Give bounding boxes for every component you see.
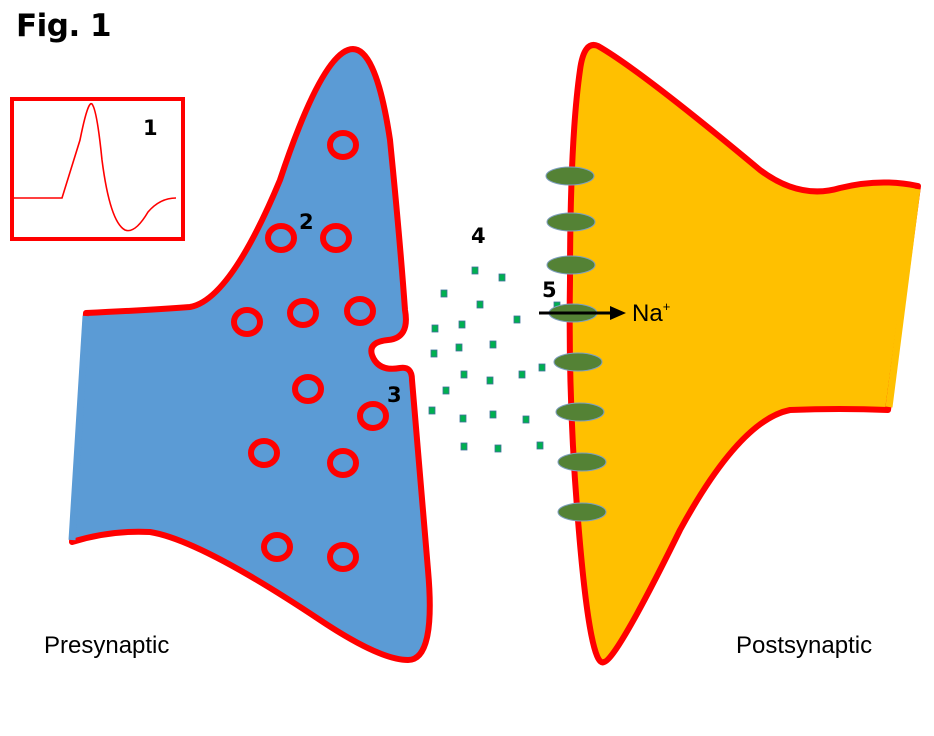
sodium-ion-label: Na+	[632, 299, 670, 328]
neurotransmitter-molecule	[522, 415, 530, 424]
receptor-channel	[546, 212, 596, 232]
vesicle	[320, 223, 352, 253]
postsynaptic-cut-edge	[885, 188, 921, 408]
receptor-channel	[553, 352, 603, 372]
receptor-channel	[557, 452, 607, 472]
label-ion-channel: 5	[542, 278, 557, 302]
vesicle	[261, 532, 293, 562]
neurotransmitter-molecule	[536, 441, 544, 450]
action-potential-inset	[10, 97, 185, 241]
action-potential-trace	[14, 102, 177, 232]
presynaptic-label: Presynaptic	[44, 632, 170, 659]
neurotransmitter-molecule	[458, 320, 466, 329]
neurotransmitter-molecule	[476, 300, 484, 309]
label-vesicles: 2	[299, 210, 314, 234]
vesicle	[327, 448, 359, 478]
vesicle	[357, 401, 389, 431]
postsynaptic-terminal	[566, 42, 921, 666]
neurotransmitter-molecule	[430, 349, 438, 358]
neurotransmitter-molecule	[471, 266, 479, 275]
presynaptic-terminal	[69, 46, 433, 663]
vesicle	[265, 223, 297, 253]
ion-flow-arrow	[539, 306, 626, 320]
neurotransmitter-molecule	[489, 410, 497, 419]
neurotransmitter-molecule	[518, 370, 526, 379]
neurotransmitter-molecule	[455, 343, 463, 352]
presynaptic-cut-edge	[68, 315, 90, 541]
ion-charge: +	[662, 299, 671, 314]
neurotransmitter-molecule	[498, 273, 506, 282]
vesicle	[327, 542, 359, 572]
neurotransmitter-molecule	[494, 444, 502, 453]
vesicle	[287, 298, 319, 328]
neurotransmitter-molecule	[489, 340, 497, 349]
neurotransmitter-molecule	[442, 386, 450, 395]
vesicle	[327, 130, 359, 160]
neurotransmitter-molecule	[459, 414, 467, 423]
vesicle	[248, 438, 280, 468]
vesicle	[292, 374, 324, 404]
receptor-channel	[546, 255, 596, 275]
receptor-channel	[557, 502, 607, 522]
neurotransmitter-molecule	[460, 370, 468, 379]
label-exocytosis: 3	[387, 383, 402, 407]
postsynaptic-receptors	[545, 166, 607, 522]
postsynaptic-label: Postsynaptic	[736, 632, 873, 659]
neurotransmitter-molecule	[538, 363, 546, 372]
figure-title: Fig. 1	[16, 8, 112, 44]
vesicle	[231, 307, 263, 337]
neurotransmitter-molecule	[440, 289, 448, 298]
receptor-channel	[545, 166, 595, 186]
neurotransmitter-molecule	[428, 406, 436, 415]
neurotransmitter-molecule	[513, 315, 521, 324]
receptor-channel	[555, 402, 605, 422]
synaptic-vesicles	[231, 130, 389, 572]
neurotransmitter-molecule	[460, 442, 468, 451]
ion-symbol: Na	[632, 300, 663, 327]
neurotransmitter-molecules	[428, 266, 561, 453]
label-action-potential: 1	[143, 116, 158, 140]
neurotransmitter-molecule	[431, 324, 439, 333]
label-neurotransmitter: 4	[471, 224, 486, 248]
vesicle	[344, 296, 376, 326]
neurotransmitter-molecule	[486, 376, 494, 385]
